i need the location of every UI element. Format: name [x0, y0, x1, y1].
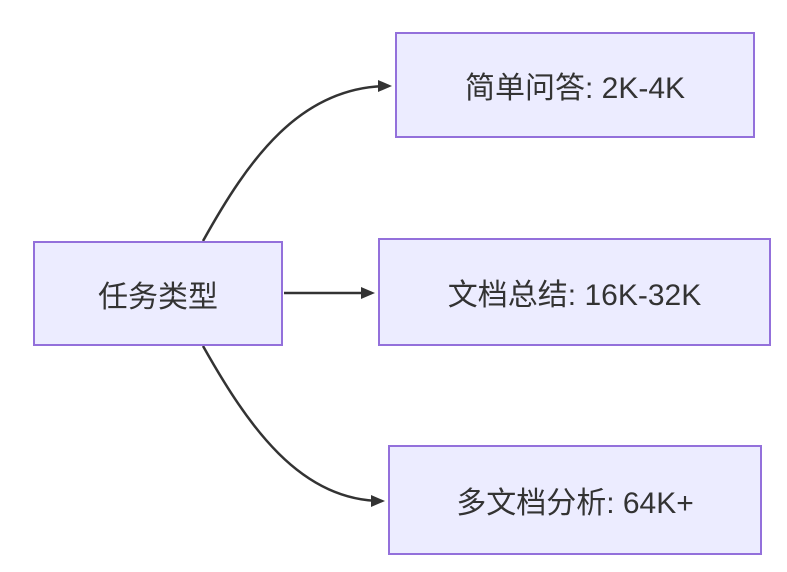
- node-multi-doc: 多文档分析: 64K+: [388, 445, 762, 555]
- node-task-type-label: 任务类型: [98, 280, 218, 314]
- edge-task-type-to-simple-qa: [201, 80, 392, 242]
- node-task-type: 任务类型: [33, 241, 283, 346]
- node-simple-qa-label: 简单问答: 2K-4K: [464, 72, 686, 105]
- node-doc-summary-label: 文档总结: 16K-32K: [447, 279, 702, 312]
- node-doc-summary: 文档总结: 16K-32K: [378, 238, 771, 346]
- node-simple-qa: 简单问答: 2K-4K: [395, 32, 755, 138]
- node-multi-doc-label: 多文档分析: 64K+: [456, 487, 694, 520]
- edge-task-type-to-multi-doc: [201, 345, 385, 507]
